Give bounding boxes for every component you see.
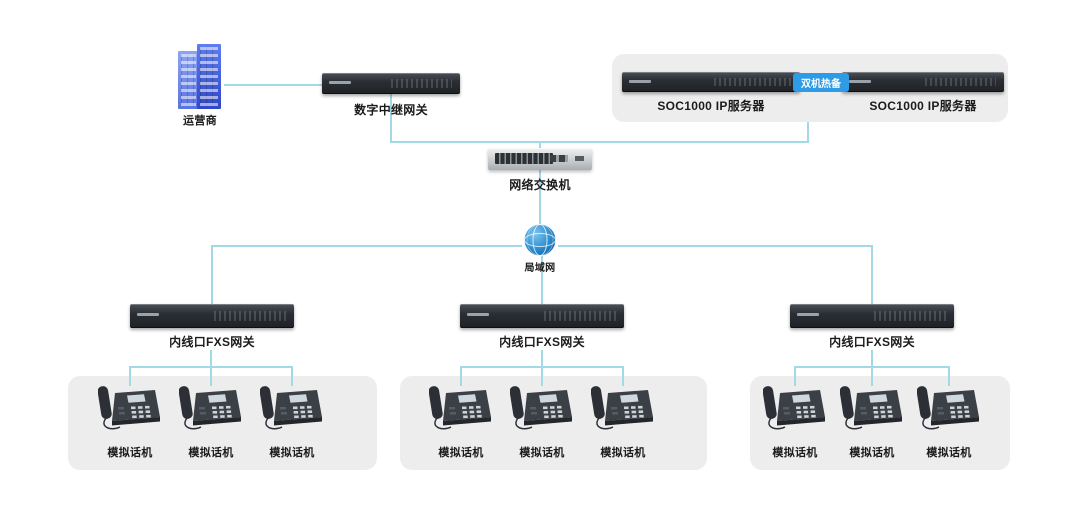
- analog-phone-icon: [591, 384, 654, 430]
- phone-label: 模拟话机: [188, 447, 234, 459]
- lan-label: 局域网: [524, 263, 556, 274]
- phone-label: 模拟话机: [600, 447, 646, 459]
- trunk-gateway-device: [322, 73, 460, 94]
- connector-line: [794, 366, 796, 386]
- network-switch-device: [488, 148, 592, 170]
- connector-line: [622, 366, 624, 386]
- fxs-gateway-label: 内线口FXS网关: [829, 335, 915, 349]
- server-label: SOC1000 IP服务器: [869, 99, 977, 113]
- connector-line: [211, 245, 213, 305]
- analog-phone-icon: [840, 384, 903, 430]
- switch-ports: [495, 153, 553, 164]
- ip-server-device: [842, 72, 1004, 92]
- analog-phone-icon: [917, 384, 980, 430]
- carrier-label: 运营商: [183, 115, 217, 127]
- connector-line: [460, 366, 462, 386]
- connector-line: [541, 256, 543, 305]
- connector-line: [291, 366, 293, 386]
- connector-line: [871, 366, 873, 386]
- standby-badge: 双机热备: [793, 73, 849, 92]
- connector-line: [871, 245, 873, 305]
- connector-line: [558, 245, 873, 247]
- connector-line: [539, 141, 541, 150]
- switch-sfp-ports: [550, 155, 568, 162]
- connector-line: [541, 366, 543, 386]
- carrier-building-icon: [176, 44, 224, 110]
- lan-globe-icon: [524, 224, 556, 256]
- phone-label: 模拟话机: [519, 447, 565, 459]
- ip-server-device: [622, 72, 800, 92]
- fxs-gateway-device: [460, 304, 624, 328]
- phone-label: 模拟话机: [772, 447, 818, 459]
- analog-phone-icon: [260, 384, 323, 430]
- fxs-gateway-device: [130, 304, 294, 328]
- analog-phone-icon: [179, 384, 242, 430]
- server-label: SOC1000 IP服务器: [657, 99, 765, 113]
- analog-phone-icon: [763, 384, 826, 430]
- analog-phone-icon: [98, 384, 161, 430]
- connector-line: [390, 94, 392, 143]
- analog-phone-icon: [429, 384, 492, 430]
- switch-led: [575, 156, 584, 161]
- connector-line: [948, 366, 950, 386]
- building-tower: [178, 51, 199, 109]
- building-tower: [197, 44, 221, 109]
- phone-label: 模拟话机: [849, 447, 895, 459]
- connector-line: [211, 245, 522, 247]
- connector-line: [210, 350, 212, 367]
- connector-line: [539, 170, 541, 224]
- connector-line: [871, 350, 873, 367]
- analog-phone-icon: [510, 384, 573, 430]
- connector-line: [129, 366, 131, 386]
- phone-label: 模拟话机: [926, 447, 972, 459]
- phone-label: 模拟话机: [438, 447, 484, 459]
- connector-line: [390, 141, 808, 143]
- phone-label: 模拟话机: [269, 447, 315, 459]
- connector-line: [807, 122, 809, 143]
- trunk-gateway-label: 数字中继网关: [354, 103, 428, 117]
- connector-line: [210, 366, 212, 386]
- connector-line: [224, 84, 322, 86]
- fxs-gateway-label: 内线口FXS网关: [169, 335, 255, 349]
- fxs-gateway-label: 内线口FXS网关: [499, 335, 585, 349]
- fxs-gateway-device: [790, 304, 954, 328]
- phone-label: 模拟话机: [107, 447, 153, 459]
- switch-label: 网络交换机: [509, 178, 571, 192]
- connector-line: [541, 350, 543, 367]
